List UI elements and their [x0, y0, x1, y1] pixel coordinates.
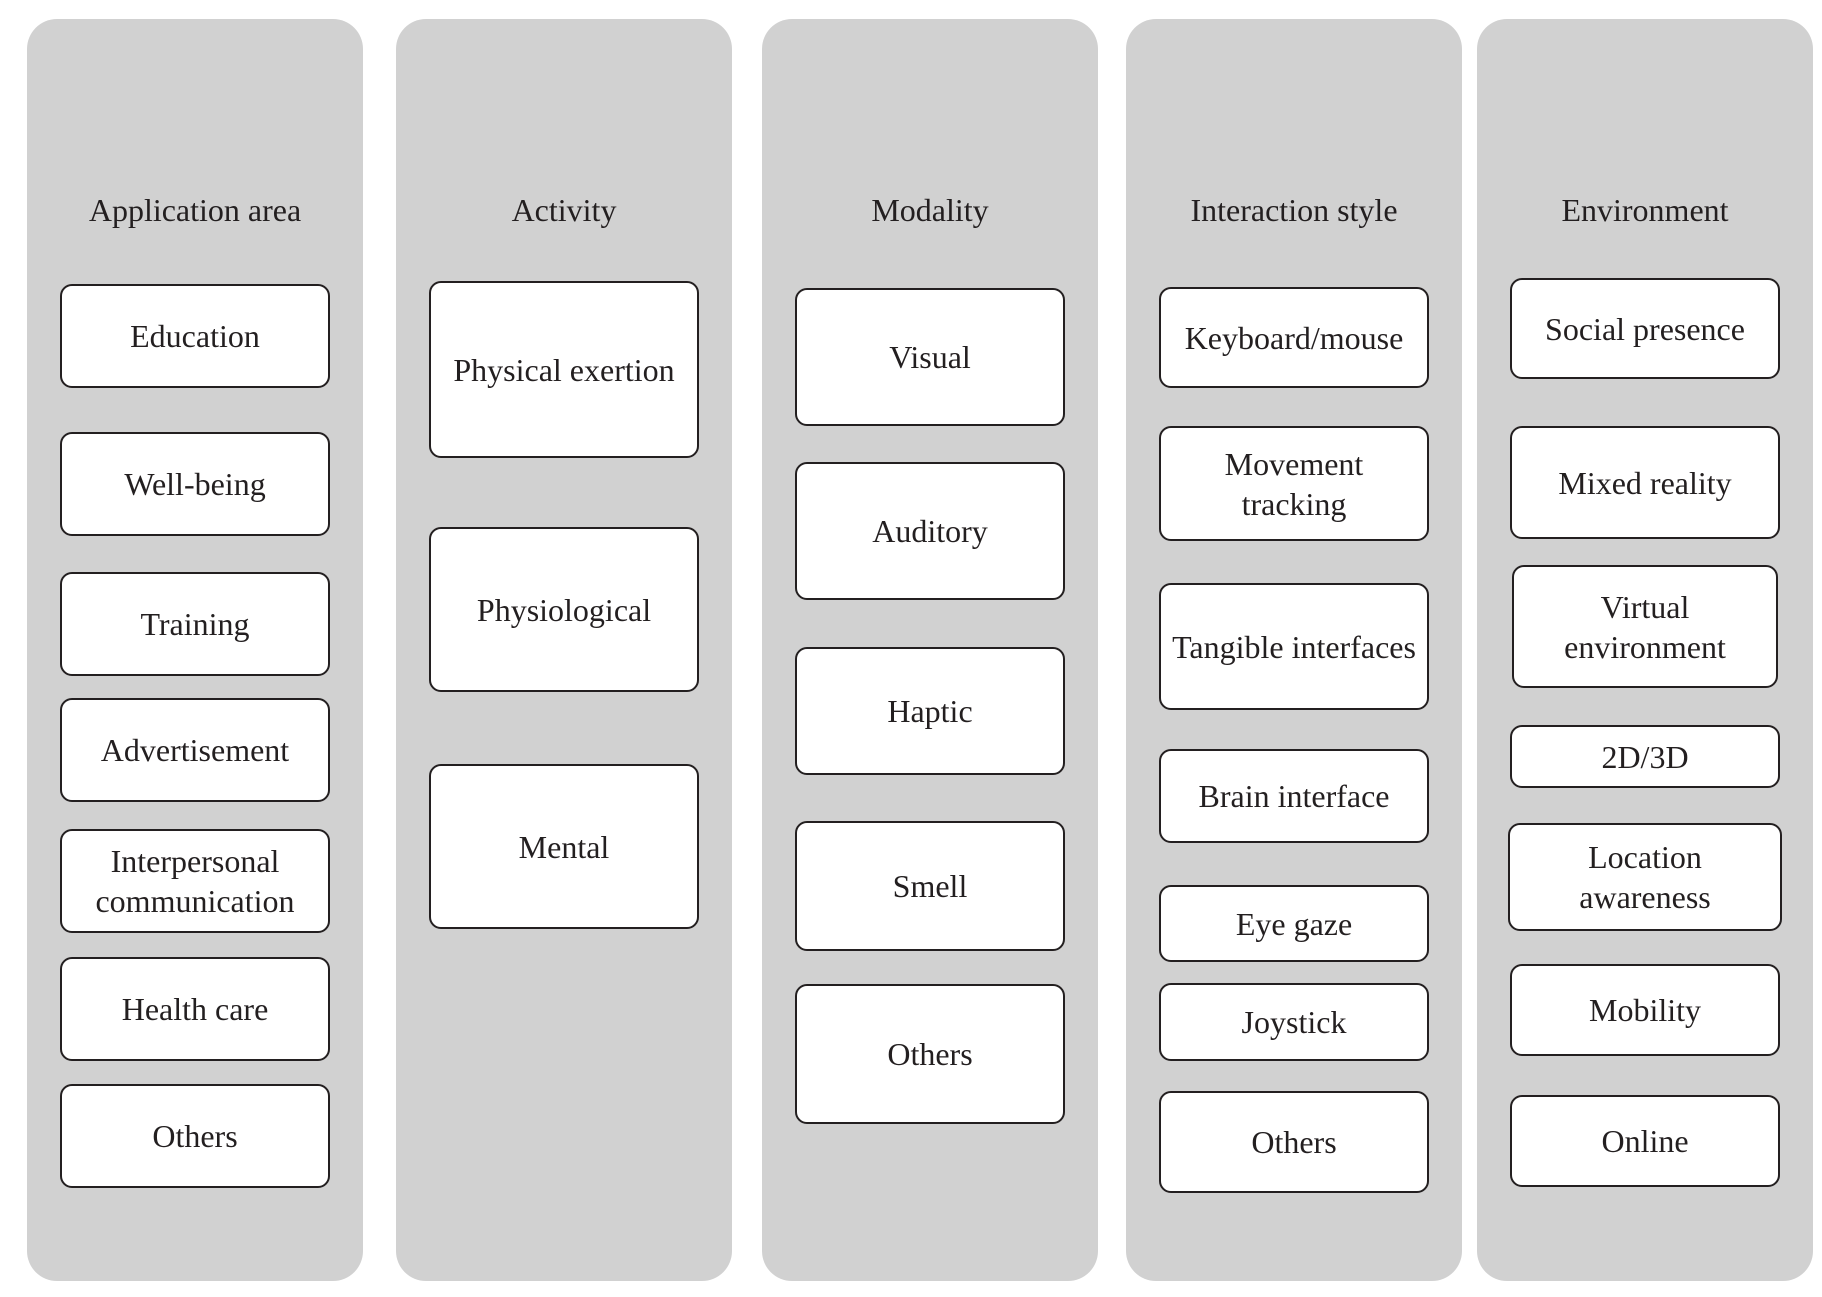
- column-environment: Environment Social presence Mixed realit…: [1477, 19, 1813, 1281]
- category-box: Mixed reality: [1510, 426, 1780, 539]
- category-box: Mental: [429, 764, 699, 929]
- category-box: Brain interface: [1159, 749, 1429, 843]
- column-title: Application area: [88, 192, 302, 228]
- category-label: Movement tracking: [1224, 445, 1364, 522]
- category-label: Mental: [518, 828, 610, 865]
- category-box: Movement tracking: [1159, 426, 1429, 541]
- column-title: Modality: [871, 192, 989, 228]
- category-box: Physical exertion: [429, 281, 699, 458]
- category-label: Education: [130, 318, 260, 354]
- category-label: Others: [1251, 1124, 1337, 1160]
- column-title: Interaction style: [1190, 192, 1398, 228]
- category-box: Online: [1510, 1095, 1780, 1187]
- category-box: Others: [60, 1084, 330, 1188]
- category-label: Auditory: [872, 513, 988, 549]
- category-label: Others: [887, 1036, 973, 1072]
- category-box: Haptic: [795, 647, 1065, 775]
- category-box: Health care: [60, 957, 330, 1061]
- category-label: Tangible interfaces: [1172, 628, 1416, 665]
- category-box: Well-being: [60, 432, 330, 536]
- category-label: Haptic: [887, 693, 973, 729]
- category-box: Others: [795, 984, 1065, 1124]
- category-label: Virtual environment: [1564, 588, 1726, 665]
- category-box: Education: [60, 284, 330, 388]
- category-box: 2D/3D: [1510, 725, 1780, 788]
- category-box: Tangible interfaces: [1159, 583, 1429, 710]
- category-box: Mobility: [1510, 964, 1780, 1056]
- category-box: Training: [60, 572, 330, 676]
- category-box: Social presence: [1510, 278, 1780, 379]
- category-box: Location awareness: [1508, 823, 1782, 931]
- category-box: Eye gaze: [1159, 885, 1429, 962]
- category-box: Physiological: [429, 527, 699, 692]
- column-activity: Activity Physical exertion Physiological…: [396, 19, 732, 1281]
- category-label: Visual: [889, 339, 971, 375]
- category-label: Location awareness: [1579, 839, 1711, 915]
- column-title: Environment: [1561, 192, 1729, 228]
- category-label: Eye gaze: [1235, 905, 1353, 942]
- category-box: Smell: [795, 821, 1065, 951]
- category-box: Interpersonal communication: [60, 829, 330, 933]
- category-box: Virtual environment: [1512, 565, 1778, 688]
- category-box: Keyboard/mouse: [1159, 287, 1429, 388]
- category-label: Physical exertion: [453, 351, 675, 388]
- category-label: Joystick: [1241, 1004, 1347, 1040]
- column-title: Activity: [511, 192, 617, 228]
- category-label: Health care: [121, 991, 269, 1027]
- category-label: Physiological: [476, 591, 652, 628]
- category-label: Smell: [892, 868, 968, 904]
- category-label: 2D/3D: [1601, 738, 1689, 775]
- category-label: Others: [152, 1118, 238, 1154]
- category-label: Interpersonal communication: [95, 843, 295, 919]
- category-box: Auditory: [795, 462, 1065, 600]
- category-label: Brain interface: [1198, 778, 1390, 814]
- category-label: Keyboard/mouse: [1184, 319, 1404, 356]
- category-box: Advertisement: [60, 698, 330, 802]
- category-box: Joystick: [1159, 983, 1429, 1061]
- category-label: Mobility: [1588, 992, 1701, 1028]
- column-interaction-style: Interaction style Keyboard/mouse Movemen…: [1126, 19, 1462, 1281]
- category-label: Mixed reality: [1558, 464, 1732, 501]
- category-box: Visual: [795, 288, 1065, 426]
- category-label: Online: [1601, 1123, 1689, 1159]
- category-label: Advertisement: [100, 732, 290, 768]
- column-application-area: Application area Education Well-being Tr…: [27, 19, 363, 1281]
- category-label: Social presence: [1545, 310, 1745, 347]
- category-box: Others: [1159, 1091, 1429, 1193]
- category-label: Training: [140, 606, 250, 642]
- category-label: Well-being: [124, 466, 266, 502]
- column-modality: Modality Visual Auditory Haptic Smell Ot…: [762, 19, 1098, 1281]
